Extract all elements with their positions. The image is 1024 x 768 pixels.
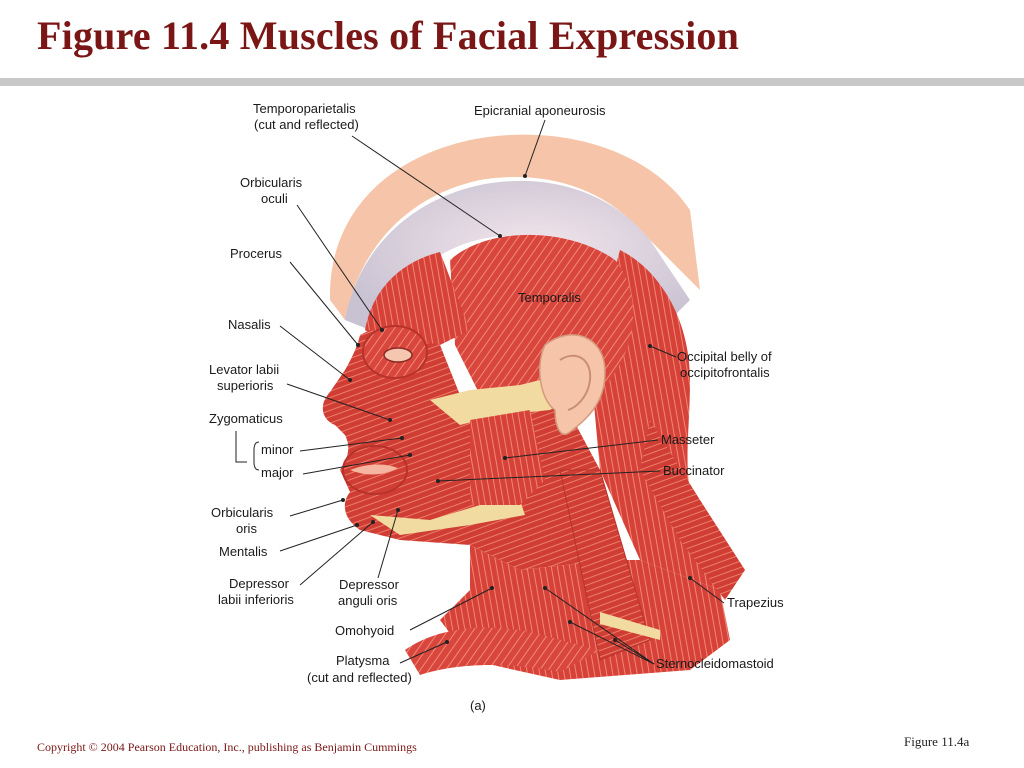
label-zygomaticus-minor: minor [261, 442, 294, 457]
epicranial-aponeurosis-shape [345, 180, 690, 330]
panel-label: (a) [470, 698, 486, 713]
label-sternocleidomastoid: Sternocleidomastoid [656, 656, 774, 671]
label-nasalis: Nasalis [228, 317, 271, 332]
label-omohyoid: Omohyoid [335, 623, 394, 638]
scalp-skin-edge [329, 134, 700, 320]
label-depressor-labii-1: Depressor [229, 576, 290, 591]
label-buccinator: Buccinator [663, 463, 725, 478]
zygomatic-arch [430, 375, 575, 425]
label-depressor-labii-2: labii inferioris [218, 592, 294, 607]
figure-reference: Figure 11.4a [904, 734, 970, 749]
label-temporoparietalis-note: (cut and reflected) [254, 117, 359, 132]
label-trapezius: Trapezius [727, 595, 784, 610]
sternocleidomastoid-shape [559, 469, 651, 661]
copyright-footer: Copyright © 2004 Pearson Education, Inc.… [37, 740, 417, 754]
eye [383, 347, 413, 363]
label-zygomaticus-major: major [261, 465, 294, 480]
label-orbicularis-oris-2: oris [236, 521, 257, 536]
ear [539, 334, 606, 435]
head-illustration [322, 134, 745, 680]
label-platysma-2: (cut and reflected) [307, 670, 412, 685]
label-temporalis: Temporalis [518, 290, 581, 305]
label-occipital-1: Occipital belly of [677, 349, 772, 364]
ear-inner [559, 354, 592, 411]
label-orbicularis-oculi-2: oculi [261, 191, 288, 206]
label-zygomaticus: Zygomaticus [209, 411, 283, 426]
label-levator-labii-1: Levator labii [209, 362, 279, 377]
label-orbicularis-oculi-1: Orbicularis [240, 175, 303, 190]
page-title: Figure 11.4 Muscles of Facial Expression [37, 13, 740, 58]
label-epicranial-aponeurosis: Epicranial aponeurosis [474, 103, 606, 118]
label-procerus: Procerus [230, 246, 283, 261]
label-orbicularis-oris-1: Orbicularis [211, 505, 274, 520]
platysma-flap [405, 627, 600, 675]
title-divider [0, 78, 1024, 86]
mandible-tendon [370, 500, 525, 535]
label-levator-labii-2: superioris [217, 378, 274, 393]
label-depressor-anguli-1: Depressor [339, 577, 400, 592]
label-depressor-anguli-2: anguli oris [338, 593, 398, 608]
label-platysma-1: Platysma [336, 653, 390, 668]
label-mentalis: Mentalis [219, 544, 268, 559]
labels: Temporoparietalis (cut and reflected) Ep… [209, 101, 784, 713]
label-temporoparietalis: Temporoparietalis [253, 101, 356, 116]
label-occipital-2: occipitofrontalis [680, 365, 770, 380]
label-masseter: Masseter [661, 432, 715, 447]
face-shape [322, 330, 610, 570]
lips [350, 464, 398, 475]
trapezius-shape [640, 420, 745, 600]
clavicle-band [600, 612, 660, 640]
leader-lines [235, 119, 725, 665]
